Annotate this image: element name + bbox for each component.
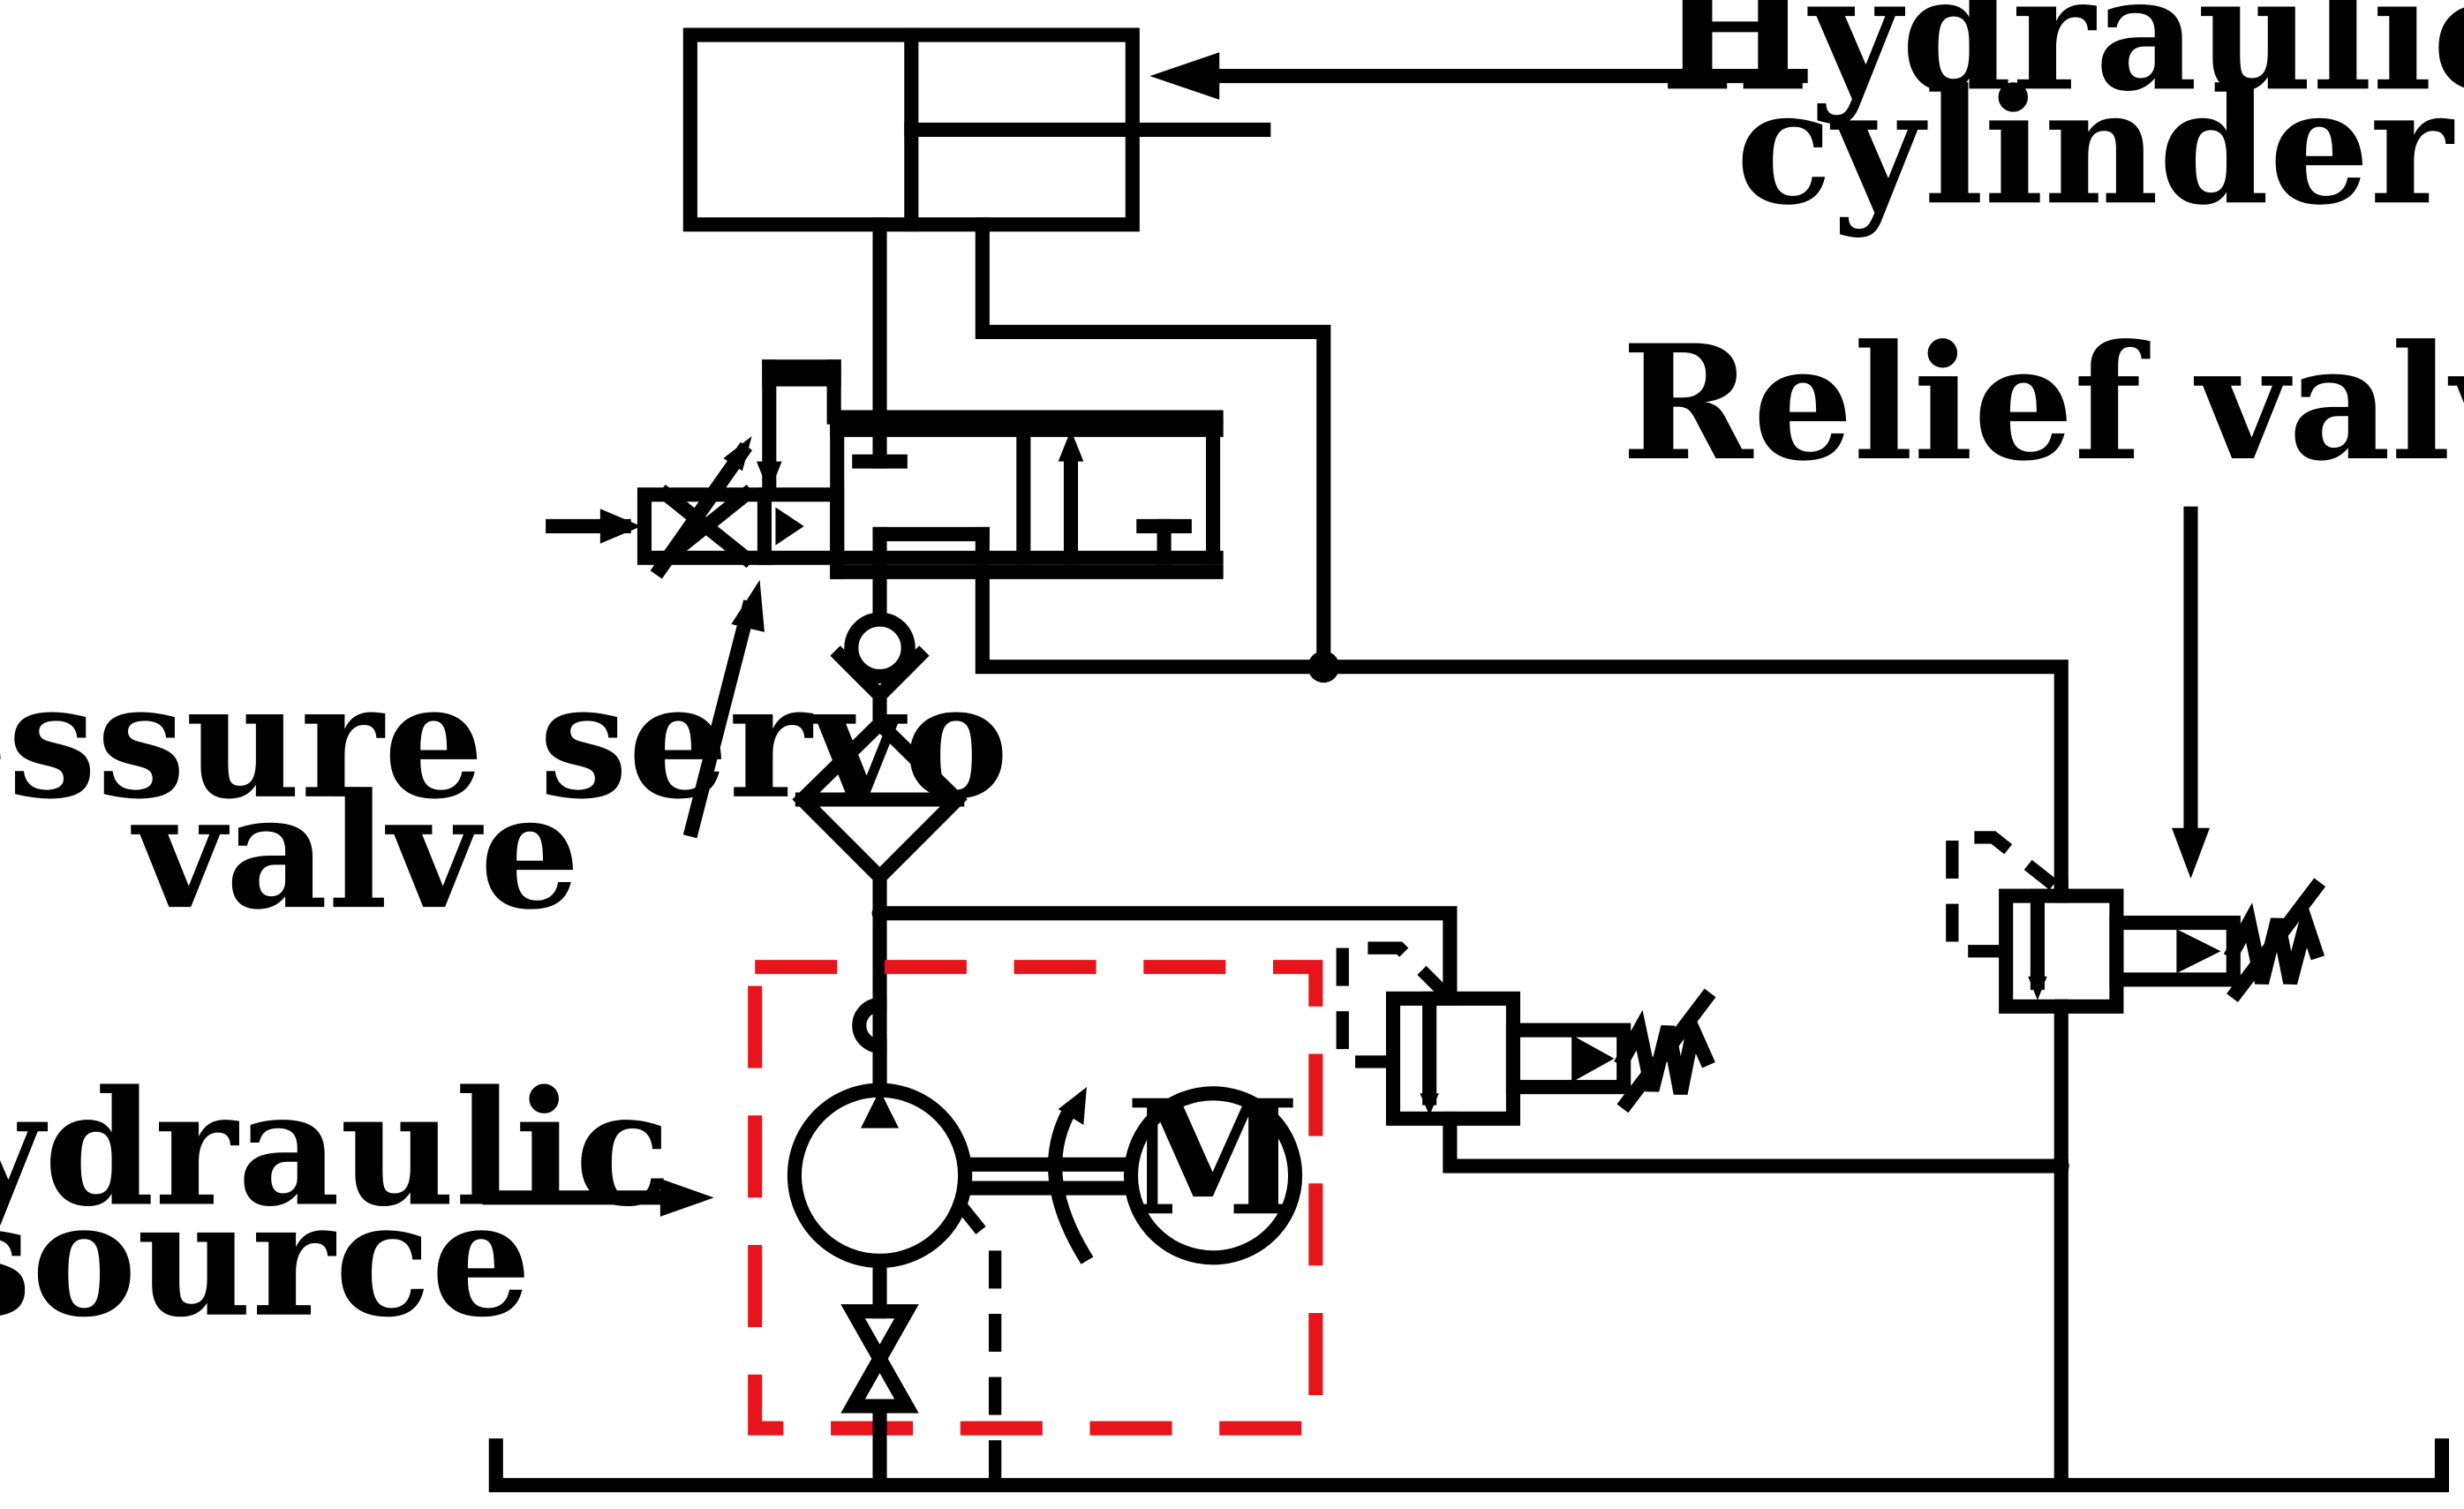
suction-valve [840,1304,919,1493]
pressure-servo-valve [546,217,1224,579]
servo-valve-label-line1: Pressure servo [0,649,1009,834]
pump-relief-valve [871,905,2068,1173]
relief-valve-pointer-arrow [2172,506,2210,879]
motor-symbol: M [1126,1066,1300,1251]
hydraulic-cylinder [682,27,1271,232]
hydraulic-source-boundary [748,960,1323,1436]
hydraulic-pump [787,998,1002,1485]
relief-valve-label: Relief valve [1622,311,2464,496]
pump-motor-coupling [958,1087,1135,1264]
servo-valve-pointer-arrow [682,579,765,839]
cylinder-return-line [975,217,2068,893]
electric-motor: M [1123,1066,1303,1265]
check-valve [830,564,930,731]
servo-valve-label-line2: valve [131,759,581,945]
source-pointer-arrow [482,1178,714,1217]
cylinder-pointer-arrow [1149,52,1808,100]
main-relief-valve [1946,831,2326,1493]
cylinder-label-line1: Hydraulic [1661,0,2464,126]
source-label-line1: Hydraulic [0,1056,671,1241]
cylinder-label-line2: cylinder [1736,55,2455,240]
tank-reservoir [488,1438,2450,1493]
source-label-line2: source [0,1167,531,1353]
